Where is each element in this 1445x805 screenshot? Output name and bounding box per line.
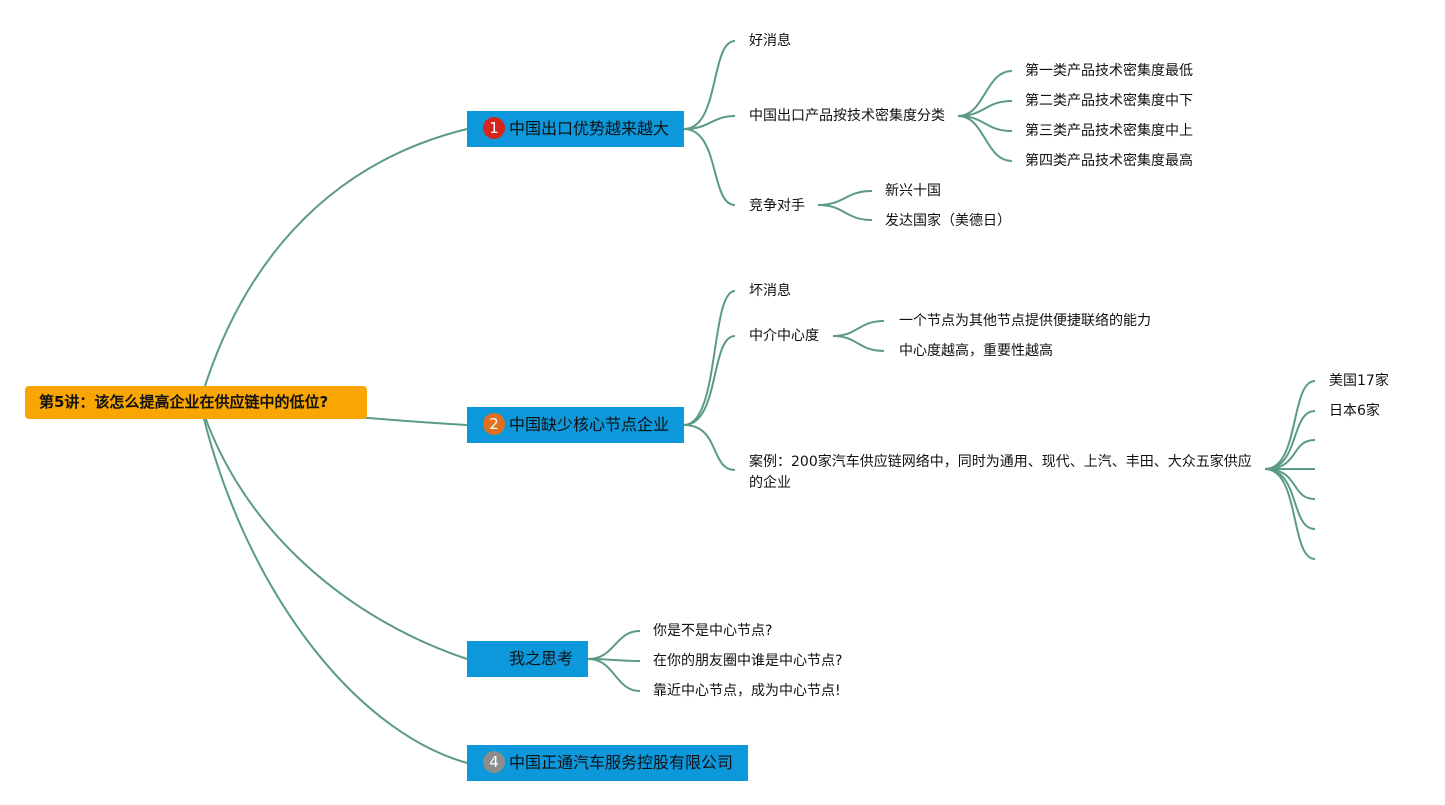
topic-class-1[interactable]: 第一类产品技术密集度最低 — [1025, 63, 1193, 79]
connector — [832, 335, 885, 352]
priority-4-icon: 4 — [483, 751, 505, 773]
topic-class-2[interactable]: 第二类产品技术密集度中下 — [1025, 93, 1193, 109]
connector — [817, 190, 873, 206]
topic-bad-news[interactable]: 坏消息 — [749, 283, 791, 299]
connector — [199, 128, 468, 403]
root-topic[interactable]: 第5讲：该怎么提高企业在供应链中的低位? — [25, 386, 367, 419]
connector — [1264, 439, 1316, 470]
topic-class-3[interactable]: 第三类产品技术密集度中上 — [1025, 123, 1193, 139]
connector — [683, 335, 736, 426]
connector — [683, 128, 736, 206]
connector — [683, 290, 736, 426]
priority-1-icon: 1 — [483, 117, 505, 139]
connector — [587, 630, 641, 660]
topic-rivals[interactable]: 竞争对手 — [749, 198, 805, 214]
connector — [1264, 380, 1316, 470]
connector — [1264, 410, 1316, 470]
topic-class-4[interactable]: 第四类产品技术密集度最高 — [1025, 153, 1193, 169]
topic-case[interactable]: 案例：200家汽车供应链网络中，同时为通用、现代、上汽、丰田、大众五家供应的企业 — [749, 454, 1252, 491]
connector — [199, 401, 468, 764]
topic-thought-3[interactable]: 靠近中心节点，成为中心节点! — [653, 683, 841, 699]
connector — [1264, 468, 1316, 500]
topic-centrality[interactable]: 中介中心度 — [749, 328, 819, 344]
topic-case-japan[interactable]: 日本6家 — [1329, 403, 1380, 419]
topic-centrality-importance[interactable]: 中心度越高，重要性越高 — [899, 343, 1053, 359]
connector — [957, 115, 1013, 162]
connector — [683, 40, 736, 130]
branch-my-thoughts[interactable]: 我之思考 — [467, 641, 588, 677]
connector — [817, 204, 873, 221]
connector — [683, 424, 736, 471]
topic-rival-emerging[interactable]: 新兴十国 — [885, 183, 941, 199]
topic-good-news[interactable]: 好消息 — [749, 33, 791, 49]
branch-label: 中国出口优势越来越大 — [509, 119, 670, 138]
connector — [683, 115, 736, 130]
topic-thought-2[interactable]: 在你的朋友圈中谁是中心节点? — [653, 653, 843, 669]
branch-label: 我之思考 — [509, 649, 574, 668]
topic-classification[interactable]: 中国出口产品按技术密集度分类 — [749, 108, 945, 124]
priority-2-icon: 2 — [483, 413, 505, 435]
topic-centrality-definition[interactable]: 一个节点为其他节点提供便捷联络的能力 — [899, 313, 1151, 329]
topic-thought-1[interactable]: 你是不是中心节点? — [653, 623, 773, 639]
connector — [1264, 468, 1316, 560]
topic-case-usa[interactable]: 美国17家 — [1329, 373, 1389, 389]
connector — [832, 320, 885, 337]
priority-3-icon — [483, 647, 505, 669]
branch-label: 中国正通汽车服务控股有限公司 — [509, 753, 734, 772]
connector — [587, 658, 641, 692]
connector — [199, 401, 468, 660]
topic-rival-developed[interactable]: 发达国家（美德日） — [885, 213, 1011, 229]
branch-label: 中国缺少核心节点企业 — [509, 415, 670, 434]
